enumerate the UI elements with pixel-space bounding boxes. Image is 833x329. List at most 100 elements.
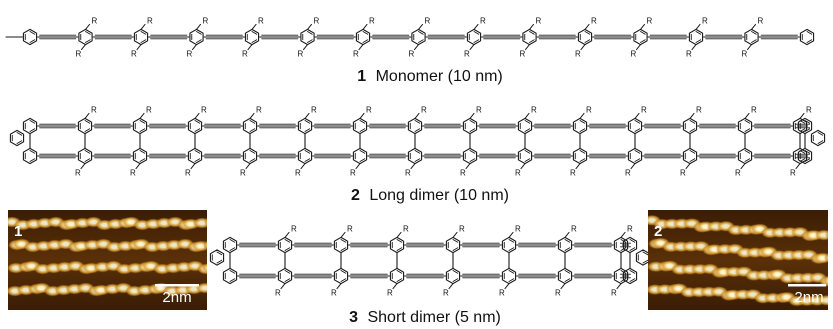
- substituent-r: R: [625, 163, 636, 178]
- cap-ring: [22, 117, 38, 135]
- alkyne-bond: [572, 242, 614, 248]
- svg-text:R: R: [570, 169, 576, 178]
- substituent-r: R: [275, 283, 286, 298]
- substituent-r: R: [529, 16, 542, 30]
- stm-left-scale-bar: [155, 284, 199, 287]
- alkyne-bond: [758, 34, 800, 40]
- benzene-ring: [744, 28, 759, 46]
- monomer-label: Monomer (10 nm): [376, 68, 503, 85]
- svg-text:R: R: [240, 169, 246, 178]
- substituent-r: R: [387, 283, 398, 298]
- substituent-r: R: [131, 44, 142, 59]
- svg-text:R: R: [258, 16, 264, 25]
- benzene-ring: [737, 147, 753, 165]
- substituent-r: R: [524, 105, 537, 119]
- alkyne-bond: [642, 153, 683, 159]
- benzene-ring: [389, 267, 405, 285]
- alkyne-bond: [259, 34, 301, 40]
- short-dimer-caption: 3 Short dimer (5 nm): [349, 309, 501, 326]
- substituent-r: R: [396, 224, 409, 238]
- svg-text:R: R: [92, 16, 98, 25]
- substituent-r: R: [469, 105, 482, 119]
- benzene-ring: [22, 28, 38, 46]
- benzene-ring: [522, 28, 537, 46]
- substituent-r: R: [680, 163, 691, 178]
- stm-feature: [207, 286, 225, 297]
- svg-text:R: R: [203, 16, 209, 25]
- benzene-ring: [77, 117, 93, 135]
- svg-text:R: R: [520, 50, 526, 59]
- alkyne-bond: [404, 273, 446, 279]
- substituent-r: R: [686, 44, 697, 59]
- alkyne-bond: [697, 123, 738, 129]
- alkyne-bond: [147, 123, 188, 129]
- benzene-ring: [297, 147, 313, 165]
- benzene-ring: [352, 117, 368, 135]
- substituent-r: R: [85, 16, 98, 30]
- substituent-r: R: [473, 16, 486, 30]
- benzene-ring: [242, 117, 258, 135]
- stm-feature: [824, 253, 828, 263]
- svg-text:R: R: [751, 105, 757, 114]
- svg-text:R: R: [555, 289, 561, 298]
- benzene-ring: [688, 28, 704, 46]
- substituent-r: R: [84, 105, 97, 119]
- svg-text:R: R: [298, 50, 304, 59]
- svg-text:R: R: [353, 50, 359, 59]
- alkyne-bond: [348, 242, 390, 248]
- alkyne-bond: [237, 273, 278, 279]
- cap-ring: [22, 147, 38, 165]
- substituent-r: R: [304, 105, 317, 119]
- stm-image-left: 1 2nm: [8, 210, 225, 310]
- substituent-r: R: [298, 44, 308, 59]
- benzene-ring: [277, 236, 293, 254]
- svg-text:R: R: [295, 169, 301, 178]
- alkyne-bond: [752, 123, 793, 129]
- alkyne-bond: [516, 242, 558, 248]
- svg-text:R: R: [611, 289, 617, 298]
- fluorenyl-end-cap: [797, 117, 826, 165]
- alkyne-bond: [257, 123, 298, 129]
- benzene-ring: [577, 28, 593, 46]
- stm-feature: [204, 217, 207, 227]
- benzene-ring: [462, 117, 478, 135]
- svg-text:R: R: [131, 50, 137, 59]
- svg-text:R: R: [696, 105, 702, 114]
- benzene-ring: [242, 147, 258, 165]
- alkyne-bond: [292, 242, 334, 248]
- svg-text:R: R: [425, 16, 431, 25]
- substituent-r: R: [405, 163, 416, 178]
- svg-text:R: R: [806, 105, 812, 114]
- svg-text:R: R: [631, 50, 637, 59]
- svg-text:R: R: [130, 169, 136, 178]
- svg-text:R: R: [459, 224, 465, 233]
- benzene-ring: [633, 28, 648, 46]
- benzene-ring: [355, 28, 371, 46]
- alkyne-bond: [404, 242, 446, 248]
- svg-text:R: R: [311, 105, 317, 114]
- benzene-ring: [557, 236, 573, 254]
- benzene-ring: [682, 117, 698, 135]
- svg-text:R: R: [256, 105, 262, 114]
- alkyne-bond: [92, 153, 133, 159]
- benzene-ring: [133, 28, 149, 46]
- benzene-ring: [799, 28, 815, 46]
- alkyne-bond: [425, 34, 467, 40]
- substituent-r: R: [742, 44, 752, 59]
- benzene-ring: [501, 236, 517, 254]
- substituent-r: R: [75, 163, 86, 178]
- alkyne-bond: [370, 34, 412, 40]
- alkyne-bond: [620, 273, 631, 279]
- substituent-r: R: [452, 224, 465, 238]
- alkyne-bond: [237, 242, 278, 248]
- substituent-r: R: [249, 105, 262, 119]
- substituent-r: R: [751, 16, 764, 30]
- svg-text:R: R: [75, 169, 81, 178]
- stm-feature: [825, 230, 828, 239]
- svg-text:R: R: [575, 50, 581, 59]
- monomer-number: 1: [357, 68, 366, 85]
- stm-feature: [815, 229, 828, 241]
- cap-ring: [810, 129, 826, 147]
- alkyne-bond: [202, 123, 243, 129]
